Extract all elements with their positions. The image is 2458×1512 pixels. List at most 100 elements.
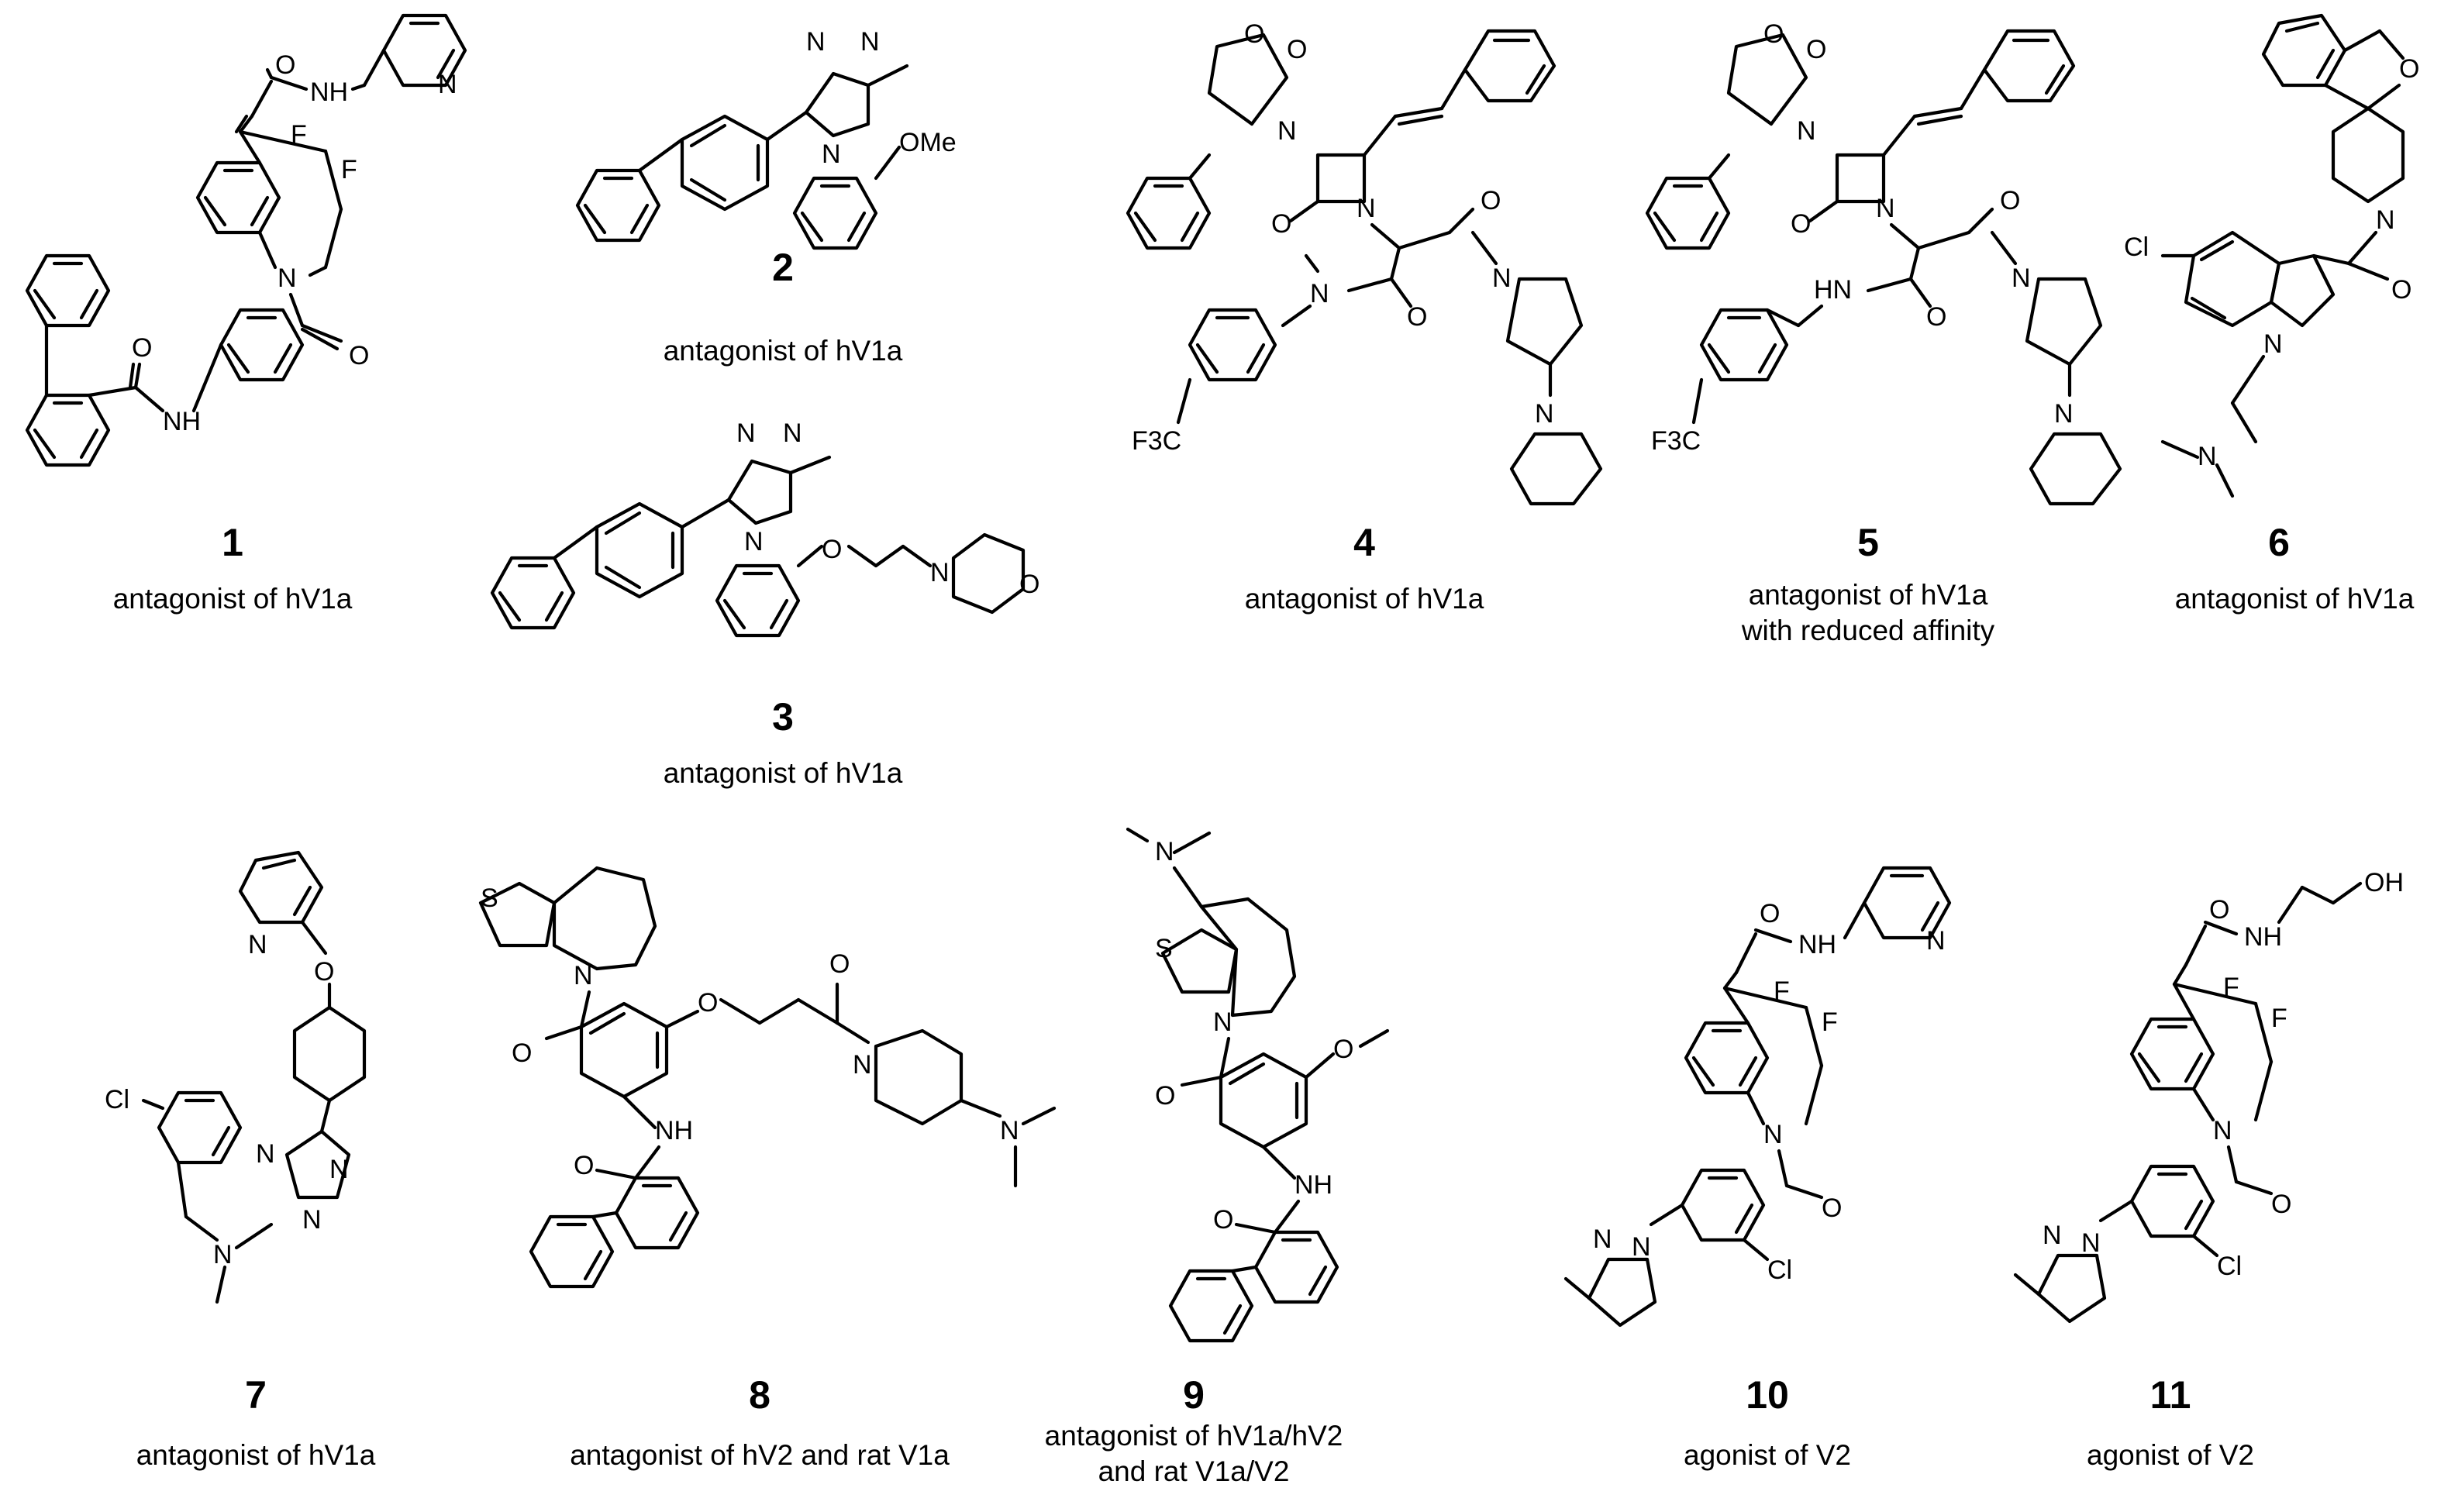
atom-O: O [1763,19,1784,49]
atom-Cl: Cl [1767,1255,1792,1285]
activity-label: antagonist of hV1a [1748,579,1988,611]
atom-N: N [806,27,826,57]
atom-NH: NH [1295,1170,1332,1200]
atom-N: N [1277,116,1297,146]
compound-number: 5 [1857,521,1879,564]
atom-S: S [1155,934,1173,963]
compound-number: 11 [2149,1373,2191,1417]
atom-O: O [574,1151,594,1180]
atom-N: N [213,1240,233,1269]
atom-OH: OH [2364,868,2404,897]
atom-O: O [2271,1190,2291,1219]
atom-N: N [853,1050,872,1080]
atom-OMe: OMe [899,128,957,157]
compound-5: O O N N O [1620,0,2147,666]
atom-O: O [2000,186,2020,215]
atom-Cl: Cl [2217,1252,2242,1281]
atom-N: N [329,1155,349,1184]
atom-O: O [275,50,295,80]
atom-N: N [2054,399,2074,429]
compound-number: 3 [772,695,794,739]
compound-number: 8 [749,1373,770,1417]
atom-N: N [860,27,880,57]
structure-6: O N O Cl N N [2124,0,2458,511]
atom-N: N [256,1139,275,1169]
atom-F: F [1774,976,1790,1006]
atom-N: N [744,527,764,556]
atom-N: N [2376,205,2395,235]
atom-O: O [1287,35,1307,64]
structure-5: O O N N O [1620,0,2147,511]
compound-7: N O N N N Cl N 7 [105,837,465,1488]
structure-4: O O N N O [1101,0,1628,511]
atom-O: O [1806,35,1826,64]
compound-2: N N N OMe 2 antagonist of hV1a [566,0,1046,387]
atom-O: O [698,988,718,1018]
atom-O: O [314,957,334,987]
activity-label: antagonist of hV2 and rat V1a [570,1439,950,1471]
atom-N: N [1310,279,1329,308]
structure-2: N N N OMe [566,0,1046,250]
atom-F: F [1822,1007,1838,1037]
atom-O: O [822,535,842,564]
atom-N: N [1797,116,1816,146]
atom-N: N [1926,926,1946,956]
atom-N: N [438,70,457,99]
atom-N: N [2081,1228,2101,1258]
atom-N: N [248,930,267,959]
compound-number: 1 [222,521,243,564]
atom-N: N [1492,263,1512,293]
atom-O: O [132,333,152,363]
atom-N: N [1632,1232,1651,1262]
compound-number: 7 [245,1373,267,1417]
atom-O: O [1333,1035,1353,1064]
compound-4: O O N N O [1101,0,1628,635]
structure-1: N NH O F F [0,0,481,527]
compound-3: N N N O N O 3 antagonist of hV1a [481,403,1101,790]
atom-N: N [2263,329,2283,359]
atom-NH: NH [1798,930,1836,959]
compound-11: OH NH O F F N [1953,837,2449,1488]
atom-O: O [1822,1193,1842,1223]
atom-O: O [1019,570,1039,599]
atom-NH: NH [655,1116,693,1145]
atom-NH: NH [310,77,348,107]
atom-HN: HN [1814,275,1852,305]
structure-9: N S N O O NH O [1126,821,1698,1379]
atom-O: O [1213,1205,1233,1235]
compound-10: N NH O F F N O [1563,837,2023,1488]
atom-N: N [1763,1120,1783,1149]
atom-N: N [278,263,297,293]
atom-F: F [2223,973,2239,1002]
atom-N: N [822,139,841,169]
atom-NH: NH [163,407,201,436]
structure-8: S N O O O N N [465,837,1209,1379]
atom-N: N [1357,194,1376,223]
activity-label: agonist of V2 [2087,1439,2254,1471]
atom-N: N [1535,399,1554,429]
atom-O: O [1791,209,1811,239]
atom-O: O [829,949,850,979]
atom-N: N [574,961,593,990]
atom-O: O [2399,54,2419,84]
atom-Cl: Cl [105,1085,129,1114]
structure-7: N O N N N Cl N [105,837,465,1379]
atom-O: O [1481,186,1501,215]
activity-label: agonist of V2 [1684,1439,1851,1471]
atom-O: O [1926,302,1946,332]
atom-N: N [302,1205,322,1235]
atom-O: O [2209,895,2229,925]
activity-label: antagonist of hV1a [1244,583,1484,615]
atom-S: S [481,883,498,913]
atom-O: O [1271,209,1291,239]
activity-label-line2: and rat V1a/V2 [1098,1455,1290,1487]
atom-F3C: F3C [1651,426,1701,456]
compound-number: 9 [1183,1373,1205,1417]
structure-11: OH NH O F F N [1953,837,2449,1379]
activity-label: antagonist of hV1a [112,583,353,615]
compound-8: S N O O O N N [465,837,1209,1488]
atom-Cl: Cl [2124,232,2149,262]
activity-label: antagonist of hV1a [663,757,903,789]
atom-F: F [291,120,307,150]
